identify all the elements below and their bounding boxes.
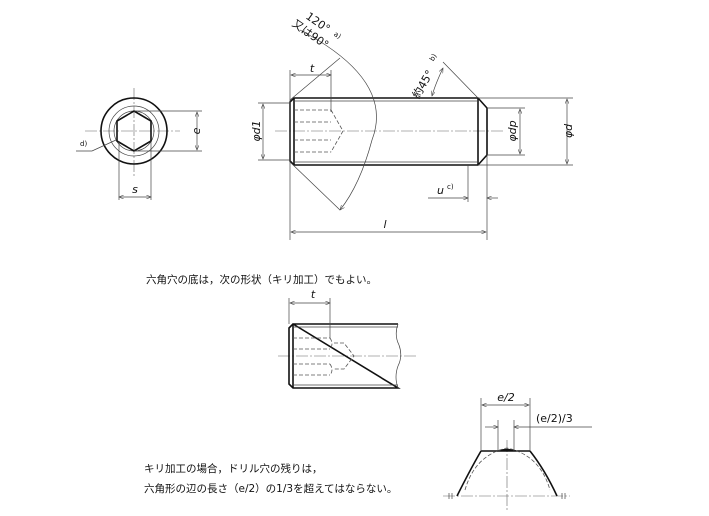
note-b-label: b) bbox=[428, 52, 439, 62]
drill-remainder-detail: e/2 (e/2)/3 bbox=[443, 391, 592, 512]
s-label: s bbox=[132, 183, 138, 196]
hex-bottom-note: 六角穴の底は，次の形状（キリ加工）でもよい。 bbox=[146, 274, 377, 286]
l-label: l bbox=[383, 218, 386, 231]
drill-note-line1: キリ加工の場合，ドリル穴の残りは， bbox=[144, 463, 323, 475]
drill-note-line2: 六角形の辺の長さ（e/2）の1/3を超えてはならない。 bbox=[144, 483, 398, 495]
note-d-label: d) bbox=[80, 140, 87, 148]
u-label: u bbox=[437, 184, 444, 197]
end-view: e s d) bbox=[76, 88, 203, 200]
note-a-label: a) bbox=[332, 30, 343, 41]
e-label: e bbox=[190, 127, 203, 134]
note-c-label: c) bbox=[447, 183, 454, 191]
phi-d-label: φd bbox=[562, 123, 575, 138]
t2-label: t bbox=[311, 288, 316, 301]
phi-dp-label: φdp bbox=[506, 120, 519, 141]
phi-d1-label: φd1 bbox=[250, 120, 263, 141]
drilled-bottom-view: t bbox=[278, 288, 416, 389]
e-half-third-label: (e/2)/3 bbox=[536, 412, 573, 425]
side-view: t 120° a) 又は90° 約45° b) φd1 φdp φd u c) … bbox=[250, 10, 575, 240]
e-half-label: e/2 bbox=[497, 391, 514, 404]
t-label: t bbox=[310, 62, 315, 75]
